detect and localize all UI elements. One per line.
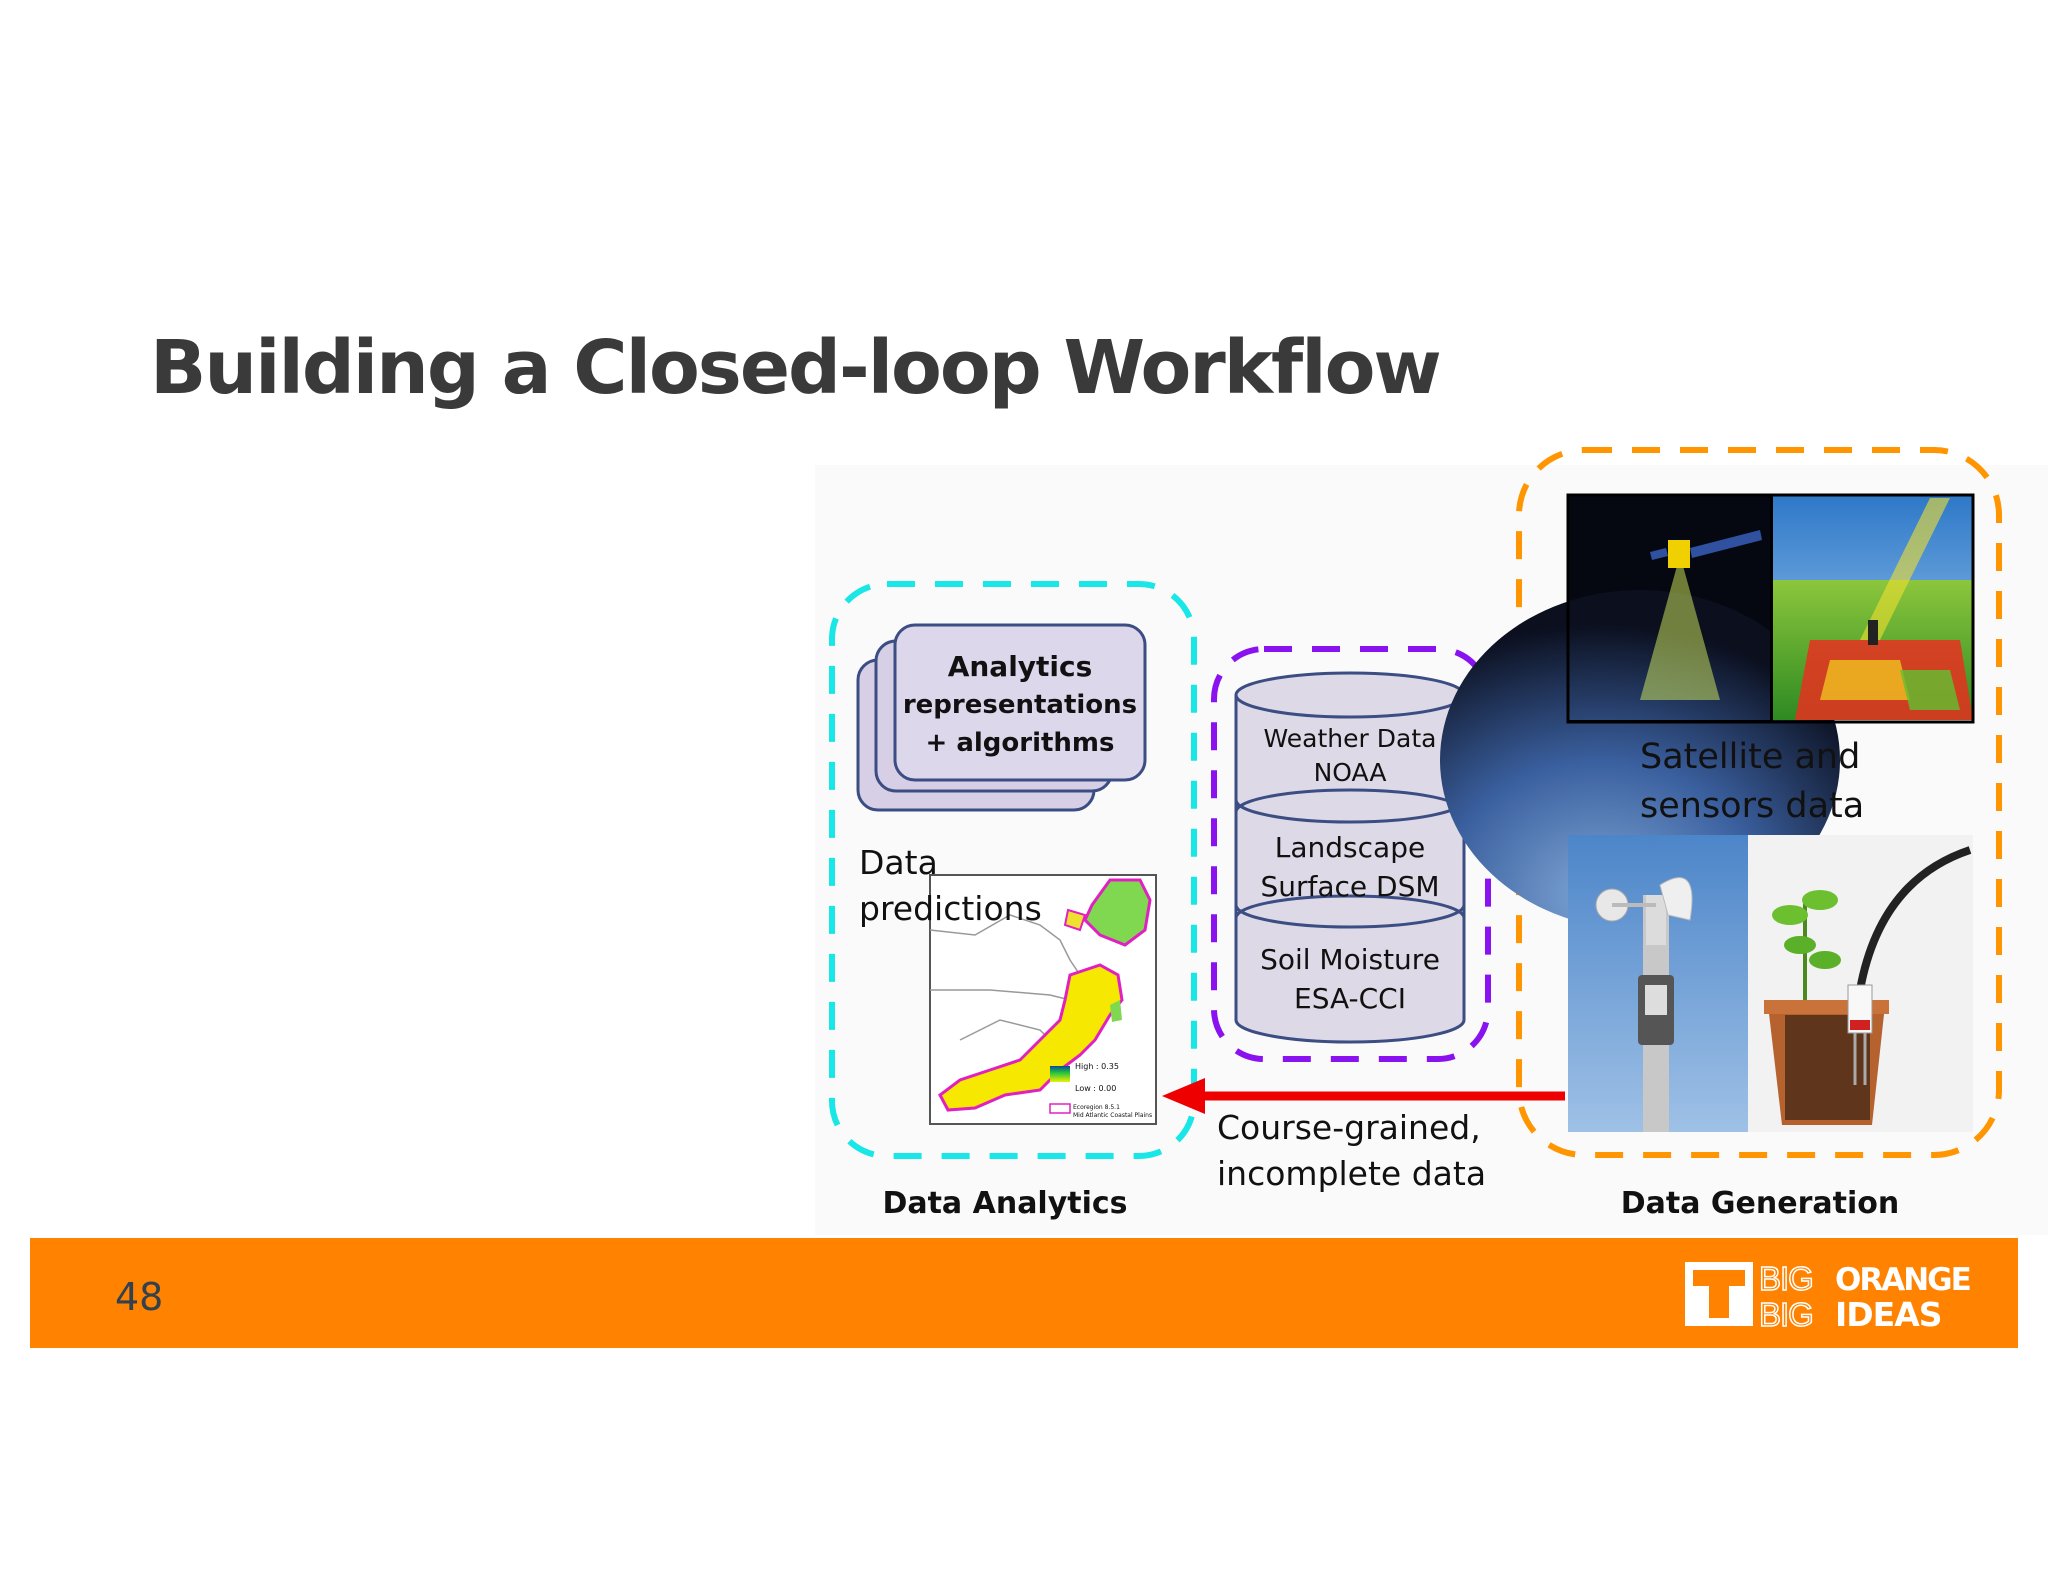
page-number: 48 — [115, 1275, 164, 1319]
data-predictions-line2: predictions — [859, 889, 1042, 928]
arrow-label-line2: incomplete data — [1217, 1154, 1487, 1193]
weather-station-image — [1568, 835, 1748, 1132]
svg-text:IDEAS: IDEAS — [1835, 1295, 1942, 1330]
db-weather-line2: NOAA — [1313, 758, 1387, 787]
db-soil-line1: Soil Moisture — [1260, 943, 1440, 976]
cylinder-body — [1234, 695, 1466, 1044]
slide-title: Building a Closed-loop Workflow — [150, 325, 1442, 411]
db-weather: Weather Data NOAA — [1236, 722, 1464, 790]
data-predictions-label: Data predictions — [859, 840, 1042, 932]
satellite-caption: Satellite and sensors data — [1640, 733, 1864, 831]
data-analytics-label: Data Analytics — [882, 1186, 1128, 1221]
analytics-card-line2: representations — [902, 690, 1138, 720]
db-soil-line2: ESA-CCI — [1294, 982, 1406, 1015]
data-generation-label: Data Generation — [1620, 1186, 1900, 1221]
db-weather-line1: Weather Data — [1263, 724, 1437, 753]
svg-text:BIG: BIG — [1759, 1260, 1813, 1297]
field-sensing-image — [1770, 495, 1973, 722]
soil-sensor-image — [1748, 835, 1973, 1132]
analytics-group-border — [829, 581, 1197, 1159]
generation-group-border — [1516, 447, 2002, 1158]
db-landscape-line1: Landscape — [1274, 831, 1426, 864]
db-landscape: Landscape Surface DSM — [1236, 828, 1464, 906]
satellite-caption-line1: Satellite and — [1640, 737, 1861, 777]
arrow-label-line1: Course-grained, — [1217, 1108, 1481, 1147]
map-legend-high: High : 0.35 — [1075, 1062, 1119, 1071]
analytics-card-text: Analytics representations + algorithms — [895, 648, 1145, 762]
big-orange-big-ideas-logo: BIG ORANGE BIG IDEAS — [1685, 1259, 1972, 1330]
db-soil: Soil Moisture ESA-CCI — [1236, 940, 1464, 1018]
analytics-card-front — [893, 623, 1147, 782]
db-landscape-line2: Surface DSM — [1260, 870, 1440, 903]
map-legend-low: Low : 0.00 — [1075, 1084, 1117, 1093]
satellite-caption-line2: sensors data — [1640, 786, 1865, 826]
svg-text:ORANGE: ORANGE — [1835, 1262, 1970, 1298]
map-legend-ecoregion-line2: Mid Atlantic Coastal Plains — [1073, 1112, 1153, 1119]
cylinder-divider-2 — [1234, 904, 1466, 929]
svg-text:BIG: BIG — [1759, 1296, 1813, 1330]
map-legend-ecoregion-line1: Ecoregion 8.5.1 — [1073, 1104, 1120, 1111]
analytics-card-line3: + algorithms — [925, 728, 1115, 758]
map-legend-ecoregion: Ecoregion 8.5.1 Mid Atlantic Coastal Pla… — [1073, 1104, 1152, 1120]
analytics-card-line1: Analytics — [947, 650, 1093, 683]
data-predictions-line1: Data — [859, 843, 938, 882]
arrow-head — [1162, 1078, 1205, 1114]
arrow-label: Course-grained, incomplete data — [1217, 1105, 1486, 1197]
